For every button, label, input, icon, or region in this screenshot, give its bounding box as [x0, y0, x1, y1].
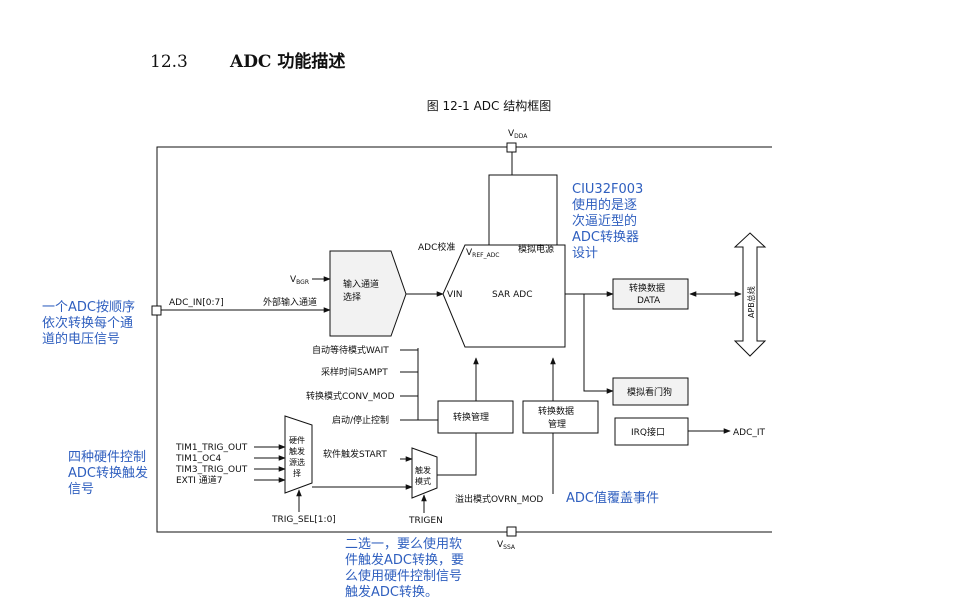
- outer-frame: [156, 146, 772, 533]
- data-register: [612, 278, 689, 310]
- data-label-1: 转换数据: [629, 282, 665, 294]
- sampt-label: 采样时间SAMPT: [321, 366, 388, 378]
- hw-trigger-annotation: 四种硬件控制 ADC转换触发 信号: [68, 450, 148, 497]
- input-select-block: [329, 250, 407, 337]
- channel-annotation: 一个ADC按顺序 依次转换每个通 道的电压信号: [42, 300, 135, 347]
- watchdog-label: 模拟看门狗: [627, 386, 672, 398]
- conv-mgmt-block: [437, 400, 514, 434]
- watchdog-block: [612, 377, 689, 406]
- data-mgmt-label-2: 管理: [548, 418, 566, 430]
- trig-input-1: TIM1_TRIG_OUT: [175, 443, 248, 453]
- trig-sel-label: TRIG_SEL[1:0]: [271, 515, 336, 525]
- data-label-2: DATA: [637, 296, 661, 306]
- section-number: 12.3: [150, 52, 188, 72]
- select-annotation: 二选一，要么使用软 件触发ADC转换，要 么使用硬件控制信号 触发ADC转换。: [345, 537, 464, 600]
- trig-input-2: TIM1_OC4: [175, 454, 222, 464]
- data-mgmt-block: [522, 400, 599, 434]
- hw-sel-label-1: 硬件: [289, 435, 305, 445]
- adc-in-pin: [151, 305, 162, 316]
- trig-input-4: EXTI 通道7: [176, 474, 222, 486]
- trigger-mode-label-2: 模式: [415, 476, 431, 486]
- trig-input-3: TIM3_TRIG_OUT: [175, 465, 248, 475]
- hw-sel-label-4: 择: [293, 468, 301, 478]
- vdda-label: VDDA: [508, 129, 528, 140]
- section-heading: 12.3 ADC 功能描述: [150, 47, 345, 72]
- ext-input-label: 外部输入通道: [263, 296, 317, 308]
- hw-sel-label-3: 源选: [289, 457, 305, 467]
- analog-power-label: 模拟电源: [518, 243, 554, 255]
- vbgr-label: VBGR: [290, 275, 309, 286]
- sar-adc-block: [442, 244, 566, 348]
- hw-sel-label-2: 触发: [289, 446, 305, 456]
- irq-block: [614, 417, 689, 446]
- figure-caption: 图 12-1 ADC 结构框图: [426, 99, 552, 113]
- conv-mgmt-label: 转换管理: [453, 411, 489, 423]
- vin-label: VIN: [447, 290, 463, 300]
- mode-to-conv-wire: [437, 433, 477, 476]
- apb-bus-arrow: [733, 232, 767, 357]
- trigger-mode-mux: [411, 447, 438, 499]
- input-select-label-1: 输入通道: [343, 278, 379, 290]
- data-mgmt-label-1: 转换数据: [538, 405, 574, 417]
- apb-bus-label: APB总线: [746, 286, 756, 318]
- vssa-label: VSSA: [497, 540, 516, 551]
- analog-power-loop: [488, 174, 558, 246]
- sar-adc-label: SAR ADC: [492, 290, 533, 300]
- vref-label: VREF_ADC: [466, 248, 500, 259]
- vssa-pin: [506, 526, 517, 537]
- overrun-annotation: ADC值覆盖事件: [566, 491, 659, 506]
- sw-trigger-label: 软件触发START: [323, 448, 387, 460]
- watchdog-wire: [583, 294, 614, 394]
- adc-cal-label: ADC校准: [418, 241, 455, 253]
- start-stop-label: 启动/停止控制: [332, 414, 389, 426]
- adc-in-label: ADC_IN[0:7]: [169, 298, 224, 308]
- section-title: ADC 功能描述: [230, 52, 346, 72]
- ovrn-label: 溢出模式OVRN_MOD: [455, 493, 543, 505]
- conv-mode-label: 转换模式CONV_MOD: [306, 390, 395, 402]
- vdda-pin: [506, 142, 517, 153]
- adc-it-label: ADC_IT: [733, 428, 766, 438]
- irq-label: IRQ接口: [631, 426, 665, 438]
- sar-annotation: CIU32F003 使用的是逐 次逼近型的 ADC转换器 设计: [572, 182, 644, 261]
- input-select-label-2: 选择: [343, 291, 361, 303]
- trigen-label: TRIGEN: [408, 516, 443, 526]
- wait-mode-label: 自动等待模式WAIT: [312, 344, 389, 356]
- trigger-mode-label-1: 触发: [415, 465, 431, 475]
